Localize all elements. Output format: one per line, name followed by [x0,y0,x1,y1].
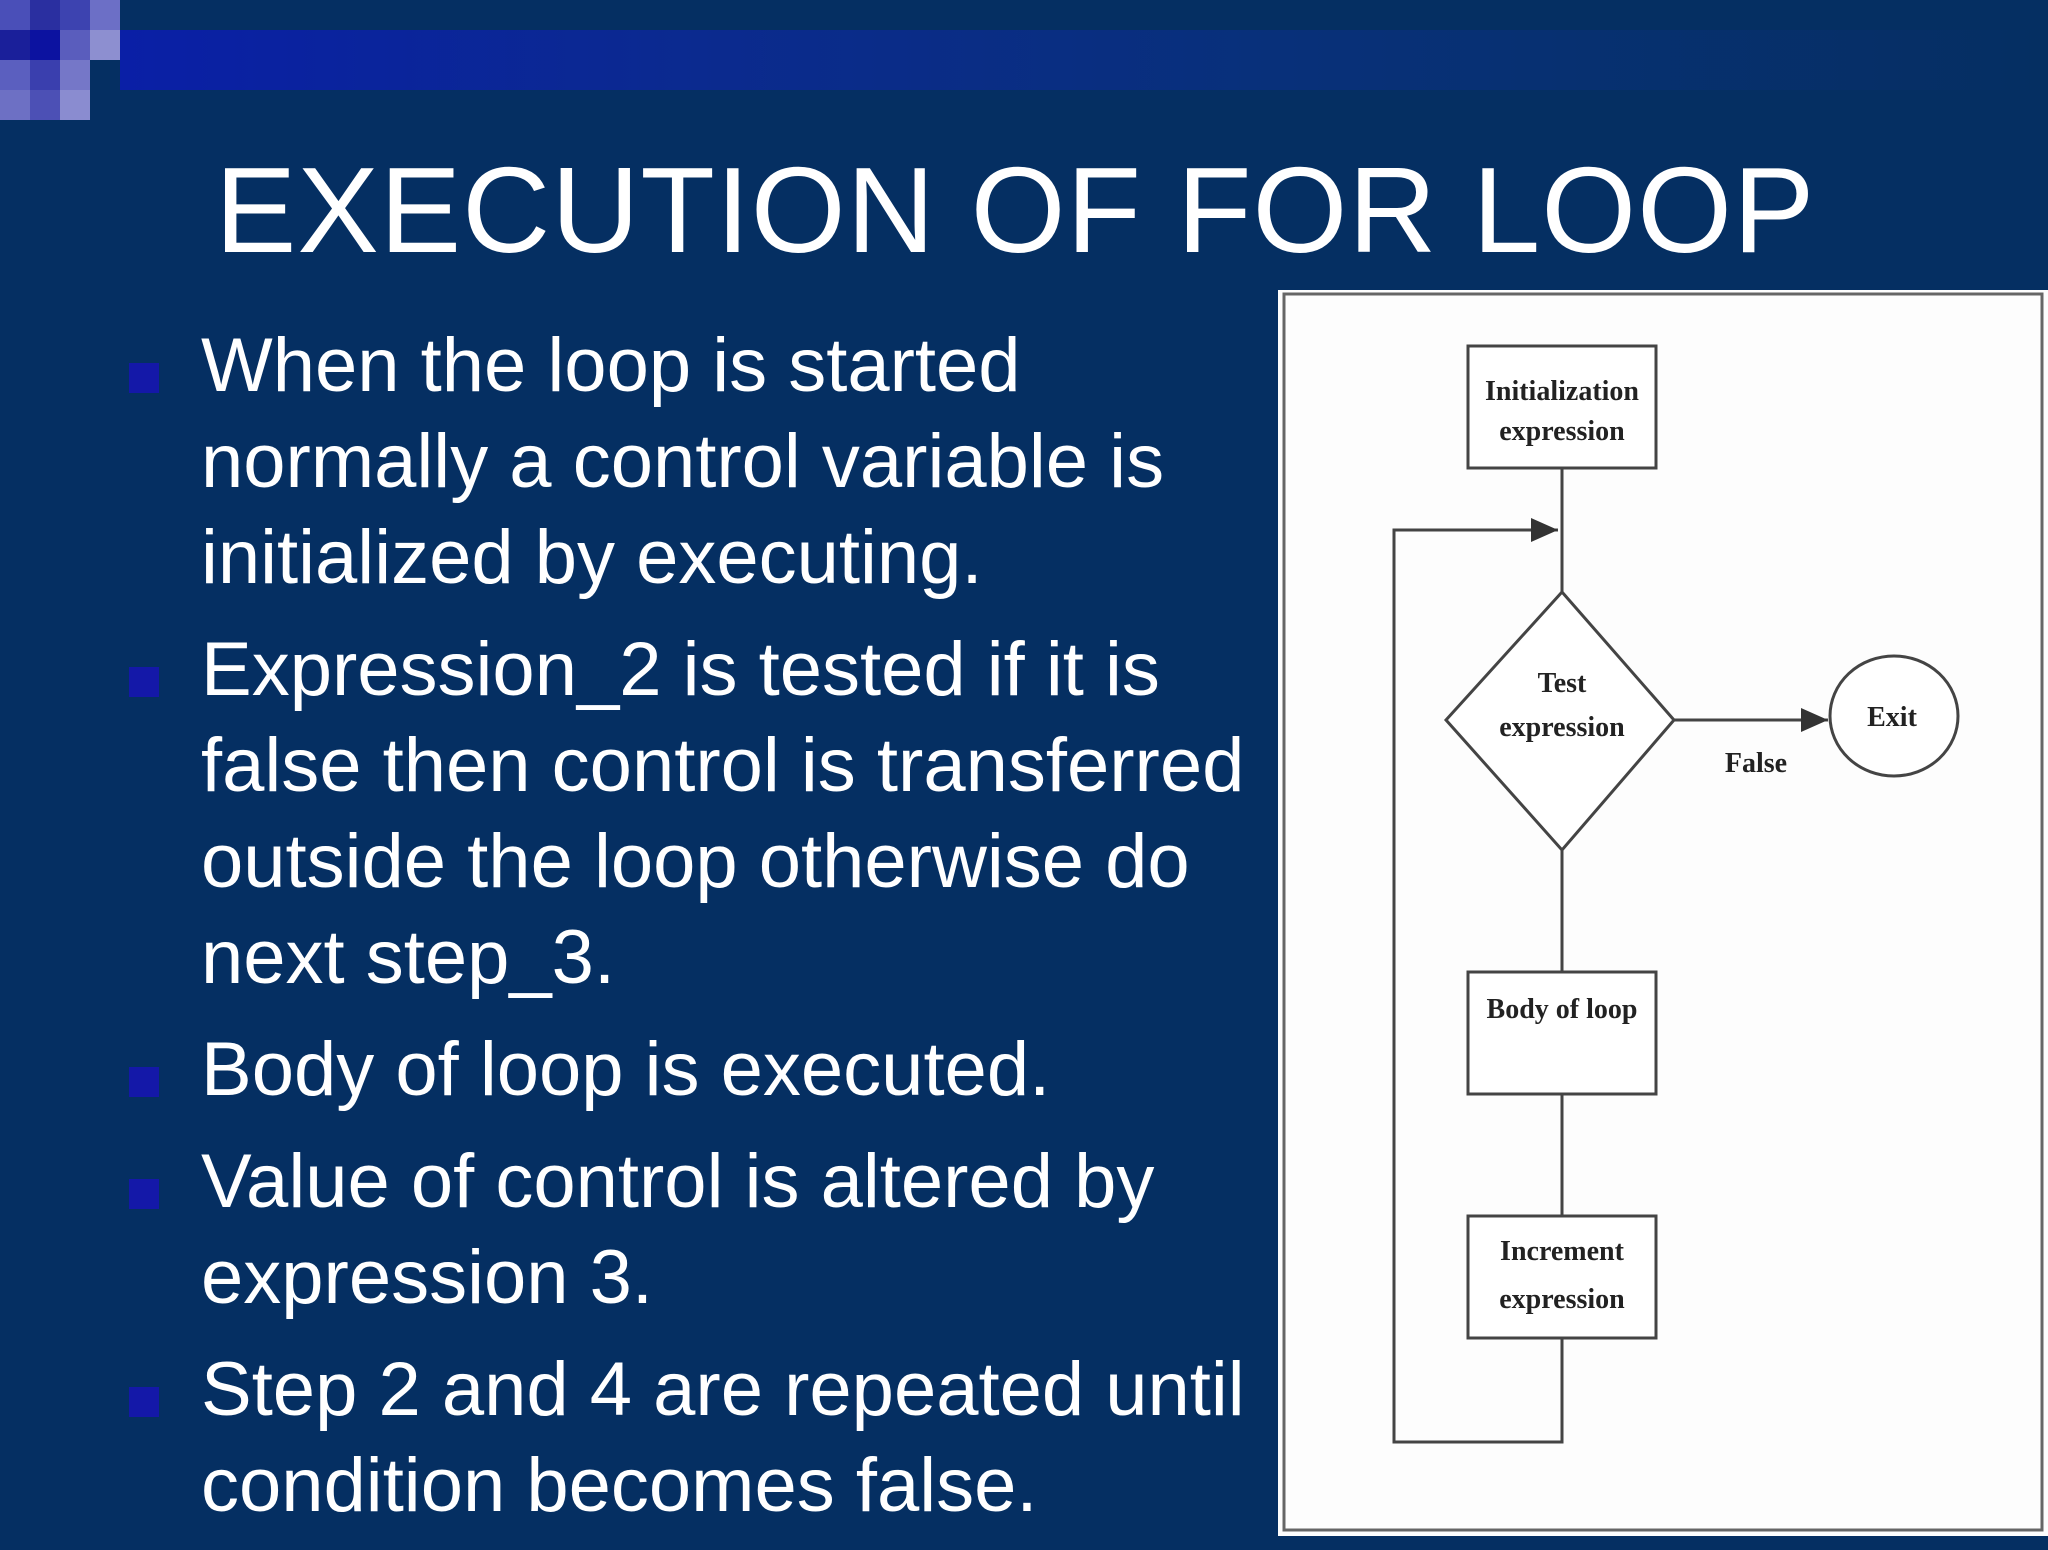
slide-title: EXECUTION OF FOR LOOP [215,142,1816,278]
flowchart-svg: Initialization expression Test expressio… [1282,292,2044,1532]
bullet-item: When the loop is started normally a cont… [126,318,1266,606]
bullet-text: Body of loop is executed. [201,1027,1051,1112]
square-bullet-icon [129,1179,159,1209]
exit-label: Exit [1867,702,1917,733]
increment-label-1: Increment [1500,1236,1625,1267]
exit-circle [1828,654,1960,778]
bullet-text: Expression_2 is tested if it is false th… [201,627,1245,1000]
square-bullet-icon [129,363,159,393]
body-box [1466,970,1658,1096]
bullet-item: Body of loop is executed. [126,1022,1266,1118]
bullet-item: Step 2 and 4 are repeated until conditio… [126,1342,1266,1534]
increment-box [1466,1214,1658,1340]
bullet-text: Step 2 and 4 are repeated until conditio… [201,1347,1245,1528]
square-bullet-icon [129,1067,159,1097]
false-label: False [1725,748,1787,779]
init-label-2: expression [1499,416,1625,447]
body-label: Body of loop [1487,994,1638,1025]
init-label-1: Initialization [1485,376,1639,407]
header-gradient-bar [120,30,2048,90]
bullet-list: When the loop is started normally a cont… [126,318,1266,1550]
square-bullet-icon [129,1387,159,1417]
init-box [1466,344,1658,470]
figure-border [1282,292,2044,1532]
bullet-text: Value of control is altered by expressio… [201,1139,1155,1320]
loop-back-connector [1392,518,1564,1444]
test-label-1: Test [1538,668,1587,699]
increment-label-2: expression [1499,1284,1625,1315]
bullet-item: Expression_2 is tested if it is false th… [126,622,1266,1006]
flowchart-figure: Initialization expression Test expressio… [1278,290,2048,1536]
bullet-text: When the loop is started normally a cont… [201,323,1165,600]
test-label-2: expression [1499,712,1625,743]
square-bullet-icon [129,667,159,697]
bullet-item: Value of control is altered by expressio… [126,1134,1266,1326]
